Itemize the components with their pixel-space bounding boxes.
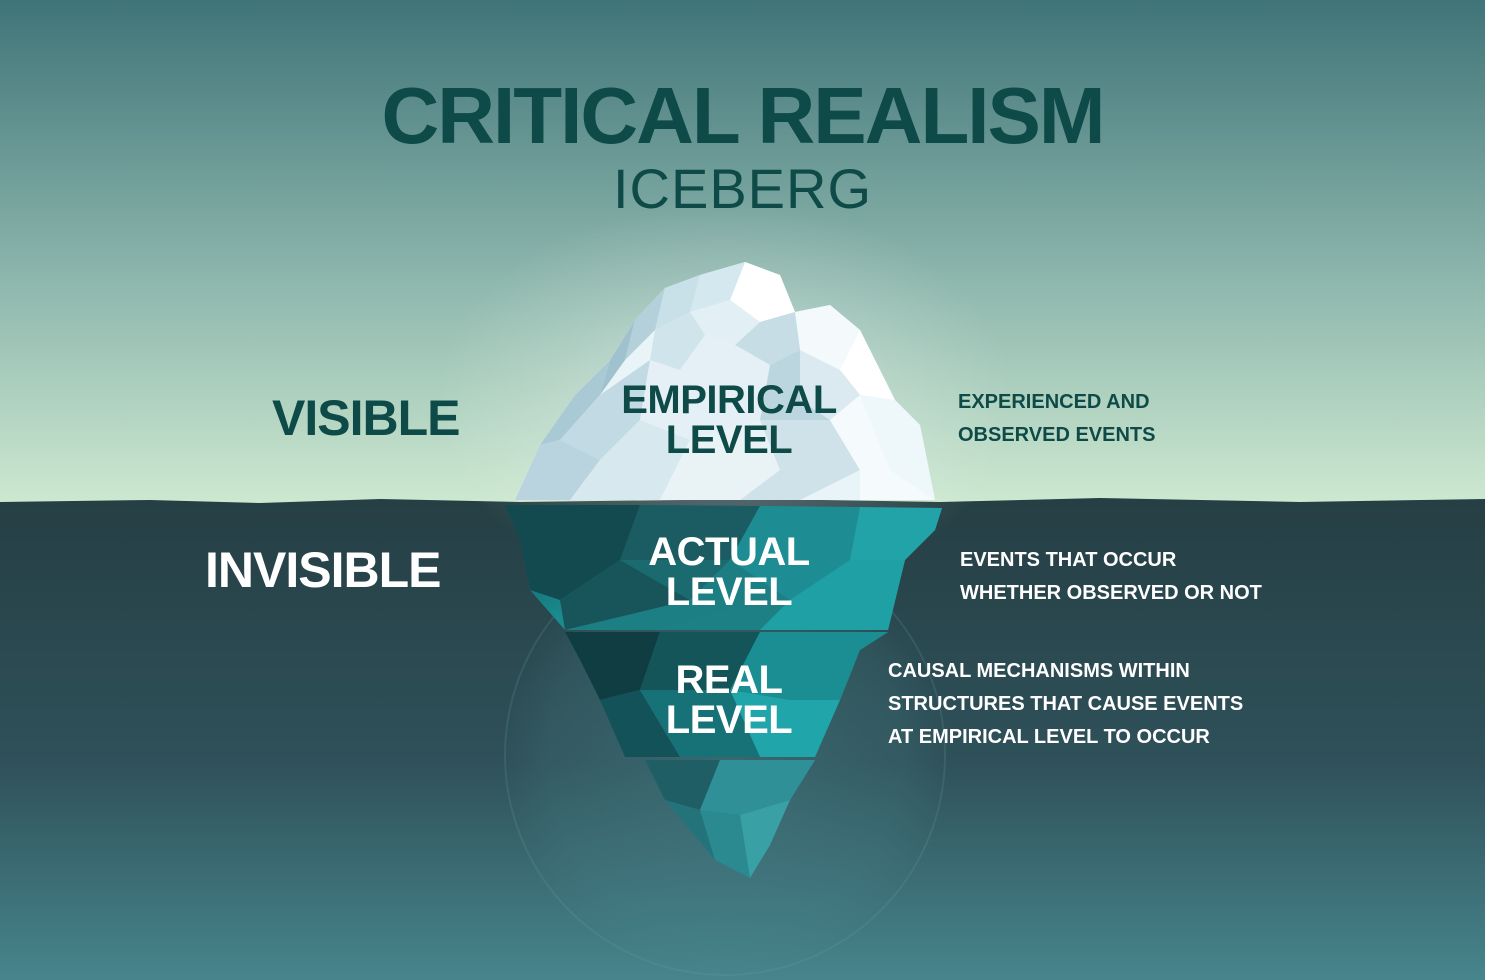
iceberg-deep-tip: [645, 760, 815, 878]
description-line: AT EMPIRICAL LEVEL TO OCCUR: [888, 726, 1210, 748]
level-actual-name: ACTUAL LEVEL: [579, 532, 879, 612]
description-line: EVENTS THAT OCCUR: [960, 549, 1177, 571]
diagram-title: CRITICAL REALISM: [381, 71, 1105, 160]
level-empirical-description: EXPERIENCED AND OBSERVED EVENTS: [958, 386, 1155, 452]
level-real-name: REAL LEVEL: [579, 660, 879, 740]
visible-zone-label: VISIBLE: [272, 390, 460, 446]
description-line: CAUSAL MECHANISMS WITHIN: [888, 660, 1190, 682]
description-line: WHETHER OBSERVED OR NOT: [960, 582, 1262, 604]
description-line: OBSERVED EVENTS: [958, 424, 1156, 446]
level-real-line1: REAL: [675, 658, 783, 702]
level-empirical-line2: LEVEL: [665, 418, 793, 462]
level-actual-description: EVENTS THAT OCCUR WHETHER OBSERVED OR NO…: [960, 544, 1262, 610]
level-real-description: CAUSAL MECHANISMS WITHIN STRUCTURES THAT…: [888, 655, 1243, 754]
iceberg-actual-band: [505, 505, 942, 630]
invisible-zone-label: INVISIBLE: [205, 542, 441, 598]
diagram-subtitle: ICEBERG: [612, 157, 873, 220]
iceberg-real-band: [565, 632, 888, 757]
description-line: STRUCTURES THAT CAUSE EVENTS: [888, 693, 1244, 715]
level-actual-line1: ACTUAL: [648, 530, 810, 574]
description-line: EXPERIENCED AND: [958, 391, 1150, 413]
level-empirical-name: EMPIRICAL LEVEL: [579, 380, 879, 460]
level-actual-line2: LEVEL: [665, 570, 793, 614]
level-real-line2: LEVEL: [665, 698, 793, 742]
level-empirical-line1: EMPIRICAL: [621, 378, 837, 422]
iceberg-visible-part: [515, 262, 935, 500]
